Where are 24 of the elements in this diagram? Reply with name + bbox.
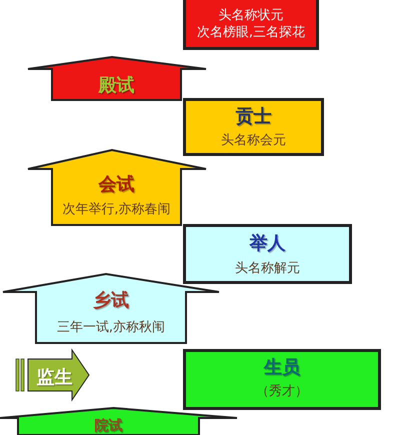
rank-box — [183, 0, 319, 50]
exam-banner — [0, 408, 237, 435]
node-title: 贡士 — [234, 105, 272, 128]
node-text: 三年一试,亦称秋闱 — [56, 319, 166, 336]
node-title: 乡试 — [92, 289, 130, 312]
arrow-shape — [16, 350, 89, 400]
node-text: （秀才） — [255, 383, 309, 400]
node-title: 生员 — [262, 356, 301, 379]
node-text: 头名称会元 — [220, 132, 287, 149]
node-text: 头名称状元 — [218, 7, 284, 24]
node-title: 举人 — [248, 232, 286, 255]
exam-banner — [28, 57, 206, 100]
node-title: 院试 — [94, 417, 124, 435]
node-text: 次年举行,亦称春闱 — [61, 201, 172, 218]
rank-box — [183, 224, 352, 284]
exam-banner — [28, 150, 206, 225]
exam-banner — [3, 274, 219, 343]
node-title: 会试 — [97, 173, 136, 196]
rank-box — [183, 98, 324, 156]
node-text: 次名榜眼,三名探花 — [196, 24, 306, 41]
node-title: 监生 — [36, 366, 74, 389]
node-text: 头名称解元 — [234, 260, 301, 277]
node-title: 殿试 — [97, 74, 136, 97]
rank-box — [183, 349, 381, 410]
